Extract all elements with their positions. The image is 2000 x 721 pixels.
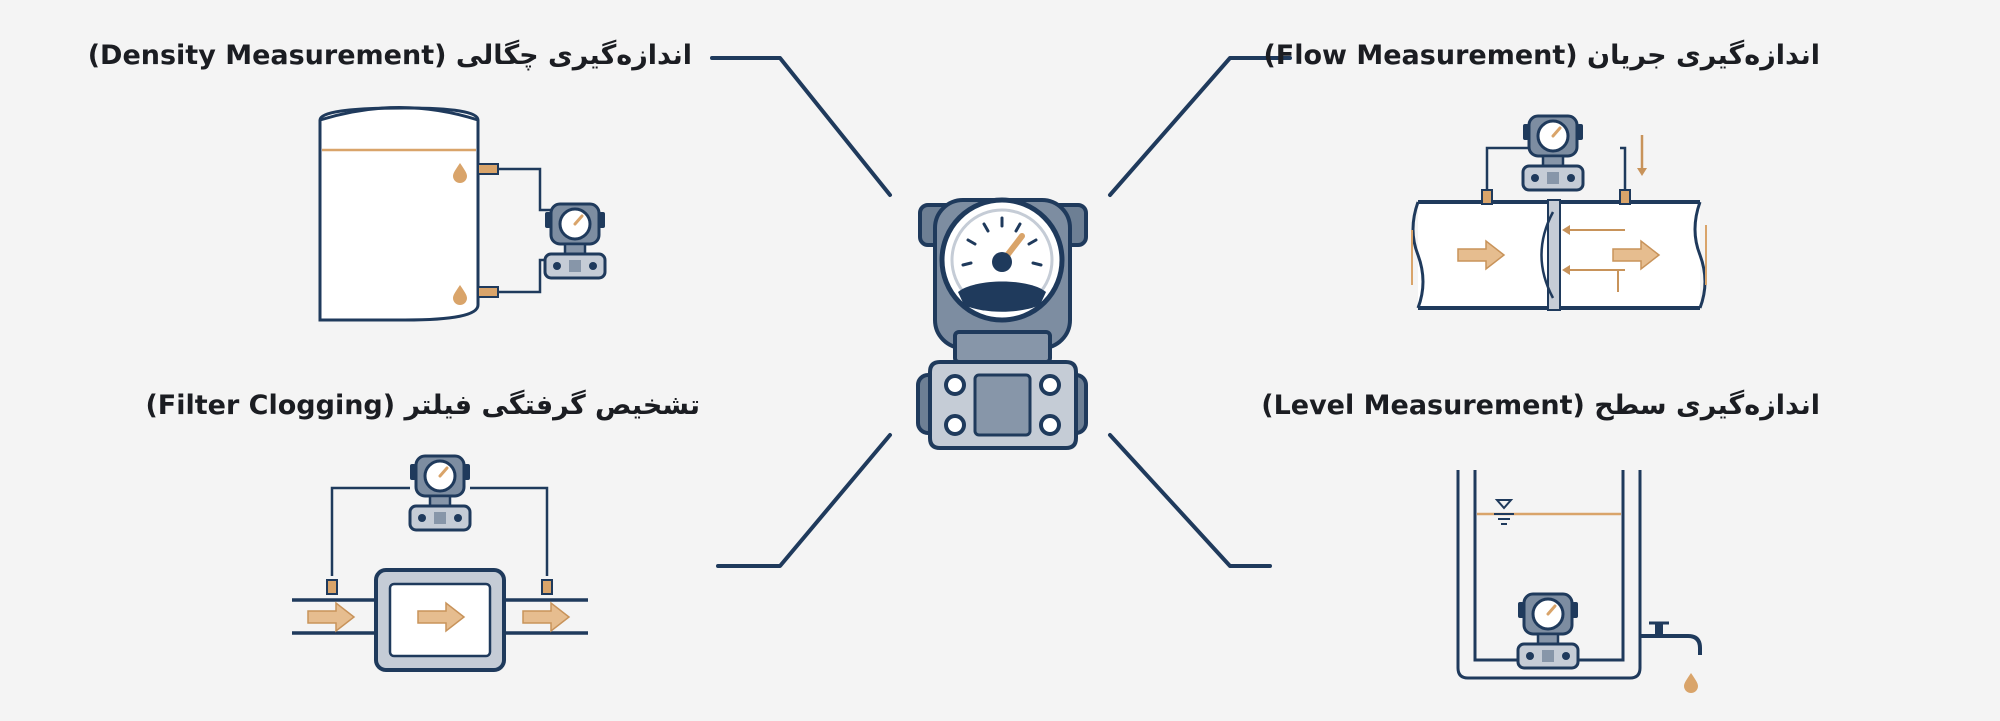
label-level-measurement: اندازه‌گیری سطح (Level Measurement)	[1261, 390, 1820, 421]
connector-flow	[1108, 56, 1292, 197]
connector-filter	[716, 433, 892, 568]
tank-density-icon	[318, 106, 607, 322]
tank-level-icon	[1456, 470, 1702, 693]
orifice-flow-icon	[1411, 114, 1707, 311]
connector-density	[710, 56, 892, 197]
label-filter-clogging: تشخیص گرفتگی فیلتر (Filter Clogging)	[145, 390, 700, 421]
connector-lines	[710, 56, 1292, 568]
label-flow-measurement: اندازه‌گیری جریان (Flow Measurement)	[1263, 40, 1820, 71]
filter-clogging-icon	[292, 454, 588, 672]
differential-pressure-transmitter-icon	[916, 197, 1088, 450]
label-density-measurement: اندازه‌گیری چگالی (Density Measurement)	[87, 40, 692, 71]
connector-level	[1108, 433, 1272, 568]
